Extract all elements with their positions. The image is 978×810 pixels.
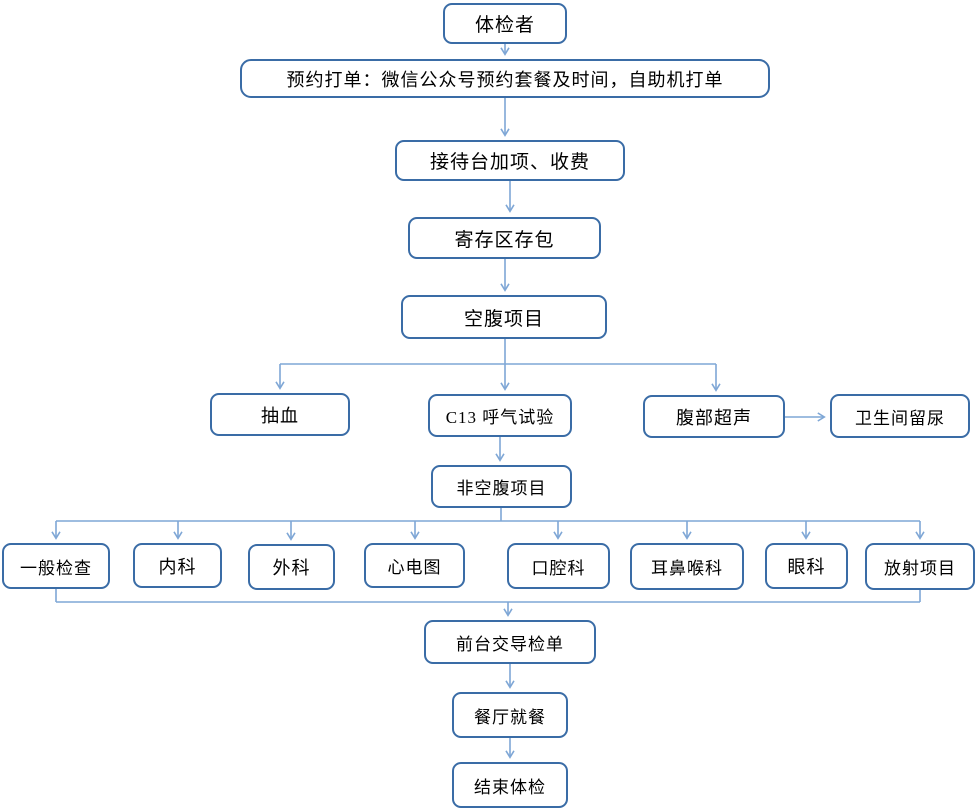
node-dental: 口腔科	[507, 543, 610, 589]
node-reception: 接待台加项、收费	[395, 140, 625, 181]
node-ent: 耳鼻喉科	[630, 543, 744, 590]
node-radiology: 放射项目	[865, 543, 975, 590]
node-ultrasound: 腹部超声	[643, 395, 785, 438]
node-examinee: 体检者	[443, 3, 567, 44]
node-fasting: 空腹项目	[401, 295, 607, 339]
node-blood: 抽血	[210, 393, 350, 436]
node-end: 结束体检	[452, 762, 568, 808]
node-surgery: 外科	[248, 544, 335, 590]
node-c13: C13 呼气试验	[428, 394, 572, 437]
node-internal: 内科	[133, 543, 222, 588]
node-nonfasting: 非空腹项目	[431, 465, 572, 508]
node-storage: 寄存区存包	[408, 217, 601, 259]
node-appointment: 预约打单：微信公众号预约套餐及时间，自助机打单	[240, 59, 770, 98]
node-urine: 卫生间留尿	[830, 394, 970, 438]
node-frontdesk: 前台交导检单	[424, 620, 596, 664]
node-ecg: 心电图	[364, 543, 465, 588]
node-general: 一般检查	[2, 543, 110, 589]
node-dining: 餐厅就餐	[452, 692, 568, 738]
node-eye: 眼科	[765, 543, 848, 589]
